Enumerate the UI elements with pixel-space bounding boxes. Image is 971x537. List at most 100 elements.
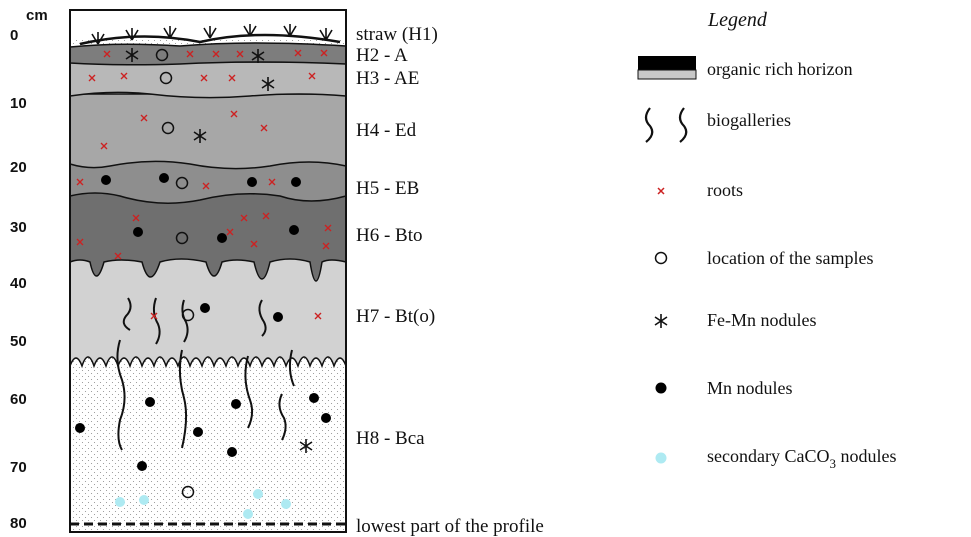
sample-location xyxy=(181,485,195,499)
legend-label-biogalleries: biogalleries xyxy=(707,110,791,130)
root-symbol xyxy=(236,50,244,58)
legend-item-caco3: secondary CaCO3 nodules xyxy=(655,446,896,471)
sample-location xyxy=(161,121,175,135)
depth-tick-10: 10 xyxy=(10,95,27,112)
root-symbol xyxy=(324,224,332,232)
fe-mn-nodule xyxy=(251,49,265,63)
mn-nodule xyxy=(137,461,147,471)
mn-nodule xyxy=(321,413,331,423)
legend-label-samples: location of the samples xyxy=(707,248,873,268)
legend-item-femn: Fe-Mn nodules xyxy=(654,310,817,330)
depth-tick-50: 50 xyxy=(10,333,27,350)
sample-location xyxy=(175,231,189,245)
caco3-nodule xyxy=(253,489,263,499)
legend: Legend organic rich horizon biogalleries… xyxy=(637,9,896,471)
horizon-label-h7: H7 - Bt(o) xyxy=(356,306,435,327)
fe-mn-nodule-icon xyxy=(654,314,668,328)
legend-item-samples: location of the samples xyxy=(654,248,873,268)
root-symbol xyxy=(308,72,316,80)
mn-nodule xyxy=(273,312,283,322)
root-symbol xyxy=(186,50,194,58)
mn-nodule xyxy=(193,427,203,437)
root-symbol xyxy=(322,242,330,250)
root-symbol xyxy=(294,49,302,57)
root-symbol xyxy=(260,124,268,132)
fe-mn-nodule xyxy=(261,77,275,91)
straw-layer xyxy=(79,33,341,46)
root-symbols xyxy=(76,49,332,320)
depth-tick-60: 60 xyxy=(10,391,27,408)
depth-tick-70: 70 xyxy=(10,459,27,476)
mn-nodule xyxy=(101,175,111,185)
mn-nodule xyxy=(75,423,85,433)
root-symbol xyxy=(250,240,258,248)
biogalleries xyxy=(116,297,295,451)
horizon-label-h8: H8 - Bca xyxy=(356,428,425,449)
biogallery-lines-icon xyxy=(644,107,688,143)
legend-label-mn: Mn nodules xyxy=(707,378,793,398)
root-symbol xyxy=(240,214,248,222)
depth-tick-30: 30 xyxy=(10,219,27,236)
root-symbol xyxy=(76,178,84,186)
caco3-nodule xyxy=(281,499,291,509)
legend-title: Legend xyxy=(707,9,768,31)
root-symbol xyxy=(268,178,276,186)
legend-item-organic: organic rich horizon xyxy=(637,56,853,80)
legend-item-mn: Mn nodules xyxy=(655,378,793,398)
mn-nodule-icon xyxy=(655,382,667,394)
root-symbol xyxy=(88,74,96,82)
root-symbol xyxy=(150,312,158,320)
mn-nodule xyxy=(200,303,210,313)
root-symbol xyxy=(140,114,148,122)
profile-column xyxy=(69,9,347,533)
sample-location xyxy=(181,308,195,322)
mn-nodule xyxy=(291,177,301,187)
root-symbol xyxy=(120,72,128,80)
legend-item-roots: roots xyxy=(657,180,743,200)
root-symbol xyxy=(202,182,210,190)
depth-axis: cm 0 10 20 30 40 50 60 70 80 xyxy=(10,7,48,532)
root-symbol xyxy=(103,50,111,58)
root-symbol xyxy=(200,74,208,82)
horizon-label-h3: H3 - AE xyxy=(356,68,419,89)
profile-frame xyxy=(69,9,347,533)
bottom-profile-label: lowest part of the profile xyxy=(356,516,544,537)
legend-item-biogalleries: biogalleries xyxy=(644,107,791,143)
depth-tick-0: 0 xyxy=(10,27,18,44)
depth-tick-80: 80 xyxy=(10,515,27,532)
mn-nodule xyxy=(289,225,299,235)
horizon-label-h2: H2 - A xyxy=(356,45,408,66)
fe-mn-nodule xyxy=(125,48,139,62)
legend-label-caco3: secondary CaCO3 nodules xyxy=(707,446,896,471)
fe-mn-nodule xyxy=(193,129,207,143)
fe-mn-nodule xyxy=(299,439,313,453)
mn-nodule xyxy=(217,233,227,243)
organic-rich-swatch xyxy=(638,56,696,70)
mn-nodule xyxy=(231,399,241,409)
horizon-h3-fill xyxy=(69,61,347,99)
mn-nodule xyxy=(247,177,257,187)
straw-tufts xyxy=(91,24,333,45)
legend-label-organic: organic rich horizon xyxy=(707,59,853,79)
horizon-labels: straw (H1) H2 - A H3 - AE H4 - Ed H5 - E… xyxy=(356,24,544,537)
mn-nodule xyxy=(227,447,237,457)
caco3-nodule xyxy=(115,497,125,507)
root-symbol xyxy=(314,312,322,320)
root-symbol xyxy=(212,50,220,58)
sample-location xyxy=(159,71,173,85)
root-symbol xyxy=(230,110,238,118)
horizon-label-h6: H6 - Bto xyxy=(356,225,423,246)
mn-nodule xyxy=(133,227,143,237)
horizon-h4-fill xyxy=(69,93,347,170)
root-symbol xyxy=(226,228,234,236)
sample-location-icon xyxy=(654,251,668,265)
horizon-h6-fill xyxy=(69,189,347,282)
caco3-nodule-icon xyxy=(655,452,667,464)
root-cross-icon xyxy=(657,187,665,195)
root-symbol xyxy=(262,212,270,220)
mn-nodule xyxy=(159,173,169,183)
legend-label-roots: roots xyxy=(707,180,743,200)
caco3-nodule xyxy=(139,495,149,505)
depth-tick-40: 40 xyxy=(10,275,27,292)
